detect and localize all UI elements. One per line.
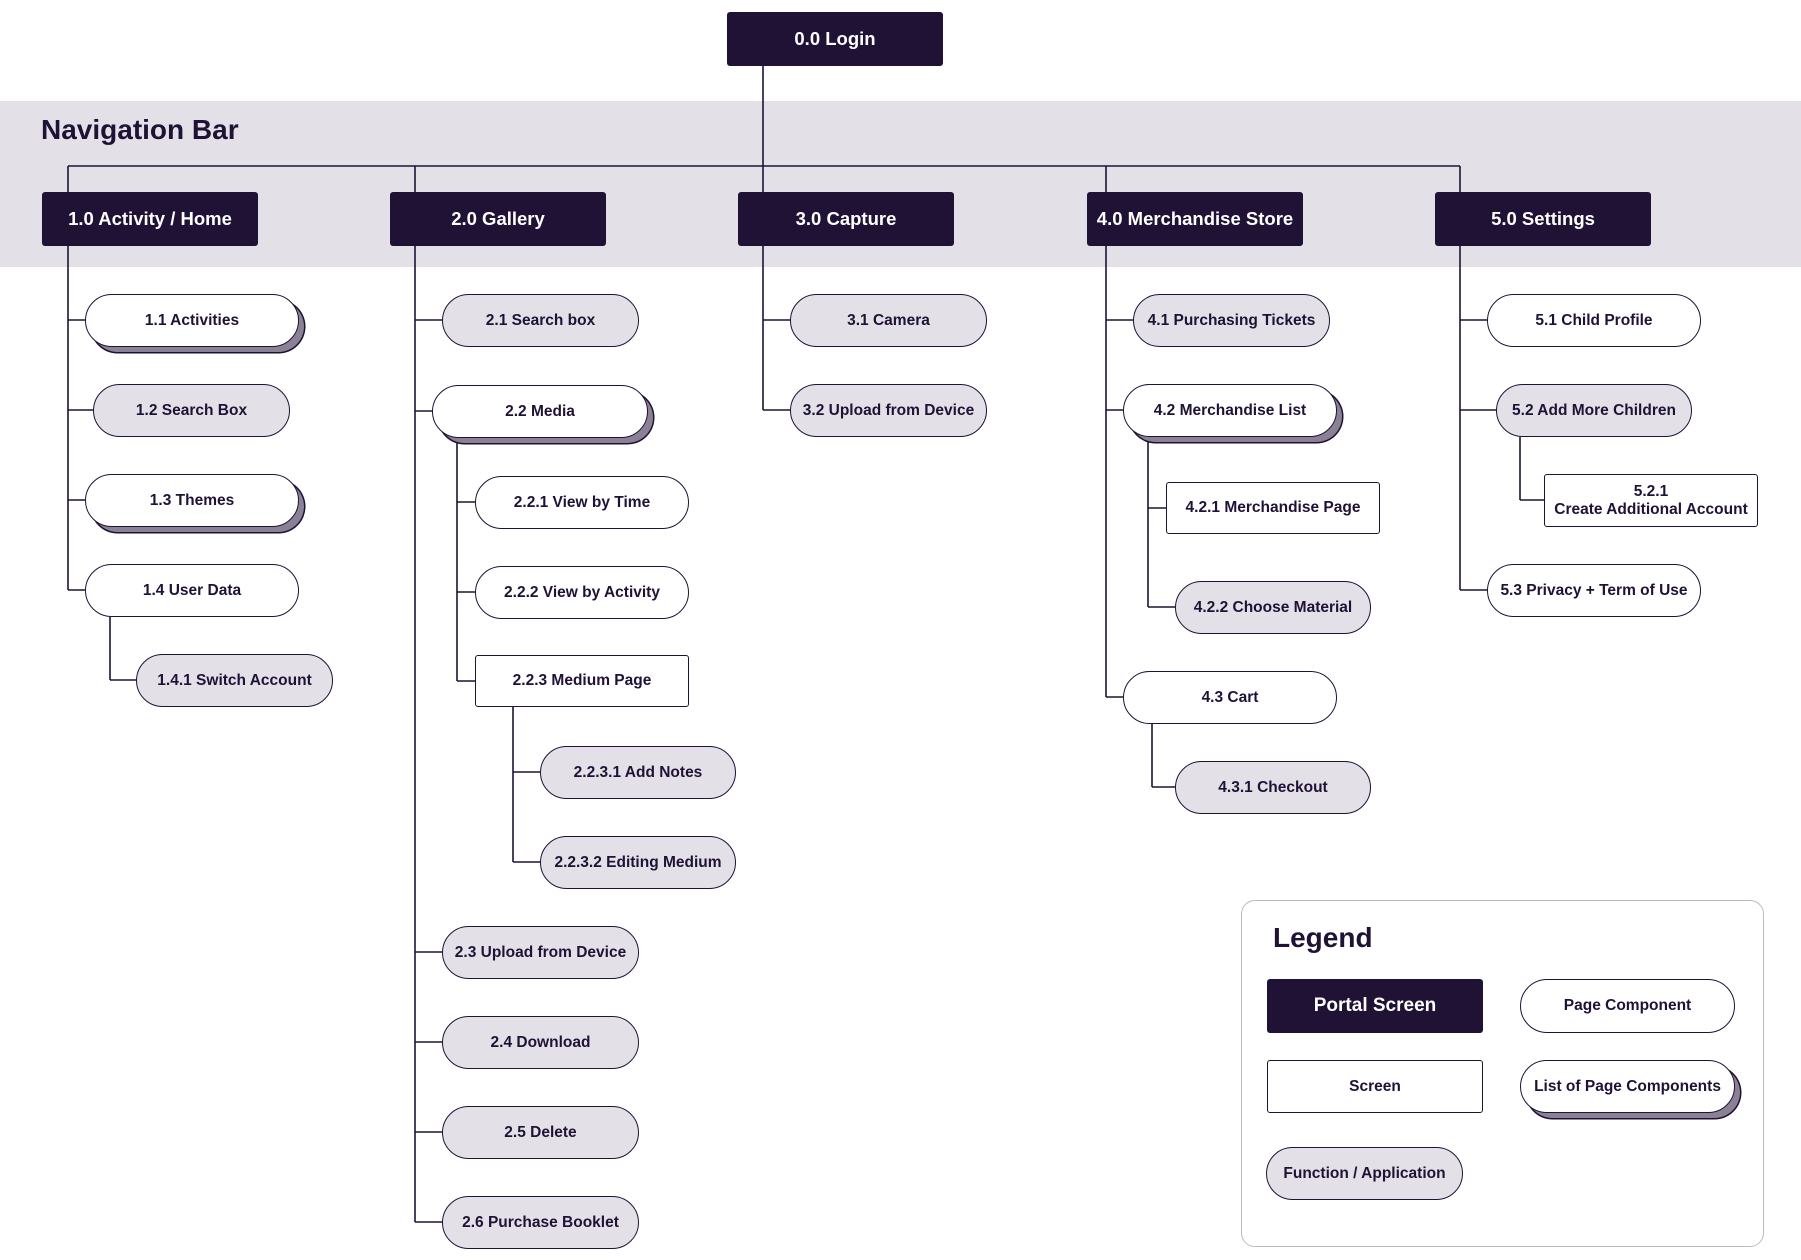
- node-choose-material: 4.2.2 Choose Material: [1175, 581, 1371, 634]
- node-cart: 4.3 Cart: [1123, 671, 1337, 724]
- node-activity-home: 1.0 Activity / Home: [42, 192, 258, 246]
- node-purchasing-tickets: 4.1 Purchasing Tickets: [1133, 294, 1330, 347]
- node-view-by-time: 2.2.1 View by Time: [475, 476, 689, 529]
- legend-label: Portal Screen: [1313, 995, 1437, 1017]
- node-label: 2.5 Delete: [504, 1123, 577, 1141]
- node-editing-medium: 2.2.3.2 Editing Medium: [540, 836, 736, 889]
- node-label: 1.4.1 Switch Account: [157, 671, 312, 689]
- node-label: 2.0 Gallery: [451, 208, 545, 230]
- legend-list-of-page-components: List of Page Components: [1520, 1060, 1735, 1113]
- node-merchandise-list: 4.2 Merchandise List: [1123, 384, 1337, 437]
- node-label: 4.1 Purchasing Tickets: [1147, 311, 1316, 329]
- node-label: 4.0 Merchandise Store: [1096, 208, 1294, 230]
- legend-label: Screen: [1349, 1077, 1401, 1095]
- legend-screen: Screen: [1267, 1060, 1483, 1113]
- navigation-bar-title: Navigation Bar: [41, 114, 239, 145]
- legend-label: Page Component: [1563, 997, 1692, 1015]
- node-label: 2.1 Search box: [485, 311, 596, 329]
- legend-label: List of Page Components: [1534, 1077, 1721, 1095]
- node-download: 2.4 Download: [442, 1016, 639, 1069]
- node-label: 4.2 Merchandise List: [1153, 401, 1307, 419]
- node-add-more-children: 5.2 Add More Children: [1496, 384, 1692, 437]
- node-label: 2.6 Purchase Booklet: [462, 1213, 619, 1231]
- node-label: 4.2.1 Merchandise Page: [1185, 499, 1361, 517]
- node-label: 4.3 Cart: [1201, 688, 1259, 706]
- node-privacy-terms: 5.3 Privacy + Term of Use: [1487, 564, 1701, 617]
- node-label: 2.3 Upload from Device: [454, 943, 627, 961]
- node-label: 5.0 Settings: [1491, 208, 1595, 230]
- node-label: 5.3 Privacy + Term of Use: [1500, 581, 1688, 599]
- node-label: 3.1 Camera: [847, 311, 930, 329]
- node-label: 2.2.3.2 Editing Medium: [554, 853, 722, 871]
- node-label: 5.2 Add More Children: [1512, 401, 1676, 419]
- node-label: 2.2.2 View by Activity: [504, 583, 660, 601]
- legend-label: Function / Application: [1283, 1164, 1446, 1182]
- node-capture: 3.0 Capture: [738, 192, 954, 246]
- node-label: 2.2 Media: [505, 402, 575, 420]
- node-label: 3.0 Capture: [795, 208, 897, 230]
- node-checkout: 4.3.1 Checkout: [1175, 761, 1371, 814]
- node-settings: 5.0 Settings: [1435, 192, 1651, 246]
- node-add-notes: 2.2.3.1 Add Notes: [540, 746, 736, 799]
- node-label: 0.0 Login: [794, 28, 876, 50]
- node-child-profile: 5.1 Child Profile: [1487, 294, 1701, 347]
- node-upload-from-device-3: 3.2 Upload from Device: [790, 384, 987, 437]
- legend-portal-screen: Portal Screen: [1267, 979, 1483, 1033]
- node-label: 1.2 Search Box: [135, 401, 248, 419]
- node-user-data: 1.4 User Data: [85, 564, 299, 617]
- node-switch-account: 1.4.1 Switch Account: [136, 654, 333, 707]
- legend-title: Legend: [1273, 922, 1373, 953]
- node-themes: 1.3 Themes: [85, 474, 299, 527]
- node-label: 2.2.3 Medium Page: [512, 672, 652, 690]
- node-search-box-2: 2.1 Search box: [442, 294, 639, 347]
- node-label: 1.4 User Data: [142, 581, 242, 599]
- node-merchandise-page: 4.2.1 Merchandise Page: [1166, 482, 1380, 534]
- node-label: 2.2.3.1 Add Notes: [573, 763, 703, 781]
- node-activities: 1.1 Activities: [85, 294, 299, 347]
- node-label: 1.3 Themes: [149, 491, 235, 509]
- node-media: 2.2 Media: [432, 385, 648, 438]
- node-number: 5.2.1: [1633, 482, 1669, 500]
- node-delete: 2.5 Delete: [442, 1106, 639, 1159]
- node-label: 4.3.1 Checkout: [1218, 778, 1328, 796]
- node-label: 5.1 Child Profile: [1535, 311, 1653, 329]
- node-label: 3.2 Upload from Device: [802, 401, 975, 419]
- node-camera: 3.1 Camera: [790, 294, 987, 347]
- node-view-by-activity: 2.2.2 View by Activity: [475, 566, 689, 619]
- node-create-additional-account: 5.2.1 Create Additional Account: [1544, 474, 1758, 527]
- legend-function-application: Function / Application: [1266, 1147, 1463, 1200]
- node-label: 1.0 Activity / Home: [68, 208, 232, 230]
- legend-page-component: Page Component: [1520, 979, 1735, 1033]
- node-purchase-booklet: 2.6 Purchase Booklet: [442, 1196, 639, 1249]
- node-label: Create Additional Account: [1554, 500, 1748, 518]
- node-label: 2.4 Download: [490, 1033, 591, 1051]
- node-gallery: 2.0 Gallery: [390, 192, 606, 246]
- node-search-box-1: 1.2 Search Box: [93, 384, 290, 437]
- node-merchandise-store: 4.0 Merchandise Store: [1087, 192, 1303, 246]
- node-upload-from-device-2: 2.3 Upload from Device: [442, 926, 639, 979]
- node-login: 0.0 Login: [727, 12, 943, 66]
- node-label: 4.2.2 Choose Material: [1193, 598, 1353, 616]
- node-label: 2.2.1 View by Time: [513, 493, 651, 511]
- node-label: 1.1 Activities: [144, 311, 240, 329]
- node-medium-page: 2.2.3 Medium Page: [475, 655, 689, 707]
